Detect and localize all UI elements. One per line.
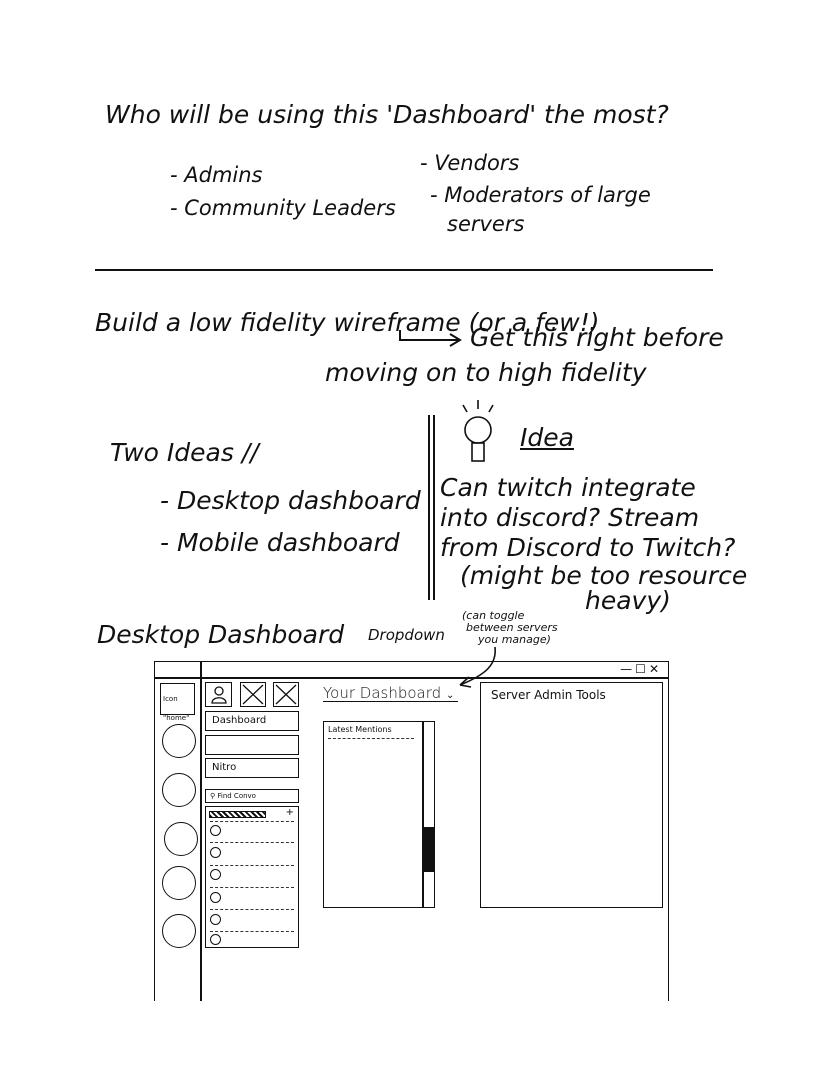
idea-desktop: - Desktop dashboard bbox=[160, 486, 421, 515]
scrollbar-thumb[interactable] bbox=[422, 827, 434, 872]
idea-line: (might be too resource bbox=[460, 561, 748, 590]
divider bbox=[95, 269, 713, 271]
server-admin-tools-panel: Server Admin Tools bbox=[480, 682, 663, 908]
dropdown-paren: (can toggle bbox=[462, 609, 525, 622]
nav-blank[interactable] bbox=[205, 735, 299, 755]
server-icon[interactable] bbox=[162, 914, 196, 948]
conversation-list: + bbox=[205, 806, 299, 948]
search-placeholder: Find Convo bbox=[217, 792, 256, 800]
conversation-avatar[interactable] bbox=[210, 892, 221, 903]
find-convo-search[interactable]: ⚲ Find Convo bbox=[205, 789, 299, 803]
latest-mentions-panel: Latest Mentions bbox=[323, 721, 435, 908]
server-icon[interactable] bbox=[162, 724, 196, 758]
window-controls: —☐✕ bbox=[620, 662, 662, 676]
idea-line: into discord? Stream bbox=[440, 503, 700, 532]
nav-nitro-label: Nitro bbox=[212, 762, 237, 773]
chevron-down-icon: ⌄ bbox=[445, 690, 455, 701]
user-moderators: - Moderators of large bbox=[430, 183, 651, 207]
placeholder-button[interactable] bbox=[240, 682, 266, 707]
vertical-divider bbox=[428, 415, 430, 600]
conversation-avatar[interactable] bbox=[210, 934, 221, 945]
user-community-leaders: - Community Leaders bbox=[170, 196, 396, 220]
home-icon-label: Icon "home" bbox=[163, 695, 190, 722]
user-admins: - Admins bbox=[170, 163, 263, 187]
add-conversation-button[interactable]: + bbox=[285, 807, 294, 818]
conversation-avatar[interactable] bbox=[210, 869, 221, 880]
nav-dashboard[interactable]: Dashboard bbox=[205, 711, 299, 731]
idea-label: Idea bbox=[520, 423, 574, 452]
maximize-button[interactable]: ☐ bbox=[635, 662, 649, 676]
arrow-icon bbox=[399, 330, 462, 347]
scribbled-header bbox=[209, 811, 266, 818]
server-column-divider bbox=[200, 662, 202, 1001]
close-button[interactable]: ✕ bbox=[648, 662, 662, 676]
x-icon bbox=[242, 684, 264, 705]
server-icon[interactable] bbox=[164, 822, 198, 856]
user-servers: servers bbox=[447, 212, 525, 236]
conversation-avatar[interactable] bbox=[210, 914, 221, 925]
user-icon bbox=[211, 686, 227, 704]
user-vendors: - Vendors bbox=[420, 151, 520, 175]
server-admin-tools-title: Server Admin Tools bbox=[491, 688, 606, 702]
x-icon bbox=[275, 684, 297, 705]
lightbulb-icon bbox=[462, 400, 494, 462]
conversation-avatar[interactable] bbox=[210, 825, 221, 836]
vertical-divider bbox=[433, 415, 435, 600]
question-title: Who will be using this 'Dashboard' the m… bbox=[105, 100, 669, 129]
desktop-title: Desktop Dashboard bbox=[97, 620, 345, 649]
minimize-button[interactable]: — bbox=[620, 662, 636, 676]
idea-line: Can twitch integrate bbox=[440, 473, 696, 502]
nav-dashboard-label: Dashboard bbox=[212, 715, 267, 726]
server-icon[interactable] bbox=[162, 866, 196, 900]
idea-line: heavy) bbox=[585, 586, 671, 615]
idea-line: from Discord to Twitch? bbox=[440, 533, 736, 562]
placeholder-button[interactable] bbox=[273, 682, 299, 707]
title-bar-line bbox=[155, 677, 668, 679]
idea-mobile: - Mobile dashboard bbox=[160, 528, 400, 557]
scrollbar-track[interactable] bbox=[422, 722, 424, 907]
ideas-title: Two Ideas // bbox=[110, 438, 259, 467]
dropdown-paren: you manage) bbox=[478, 633, 551, 646]
profile-button[interactable] bbox=[205, 682, 232, 707]
server-icon[interactable] bbox=[162, 773, 196, 807]
home-icon-button[interactable]: Icon "home" bbox=[160, 683, 195, 722]
dropdown-paren: between servers bbox=[466, 621, 558, 634]
dropdown-note: Dropdown bbox=[368, 626, 445, 644]
dropdown-label: Your Dashboard bbox=[323, 684, 442, 702]
server-dropdown[interactable]: Your Dashboard ⌄ bbox=[323, 684, 459, 702]
wireframe-sub2: moving on to high fidelity bbox=[325, 358, 647, 387]
conversation-avatar[interactable] bbox=[210, 847, 221, 858]
wireframe-sub1: Get this right before bbox=[470, 323, 724, 352]
nav-nitro[interactable]: Nitro bbox=[205, 758, 299, 778]
latest-mentions-title: Latest Mentions bbox=[328, 725, 392, 734]
desktop-window: —☐✕ bbox=[154, 661, 669, 1001]
wireframe-title: Build a low fidelity wireframe (or a few… bbox=[95, 308, 600, 337]
